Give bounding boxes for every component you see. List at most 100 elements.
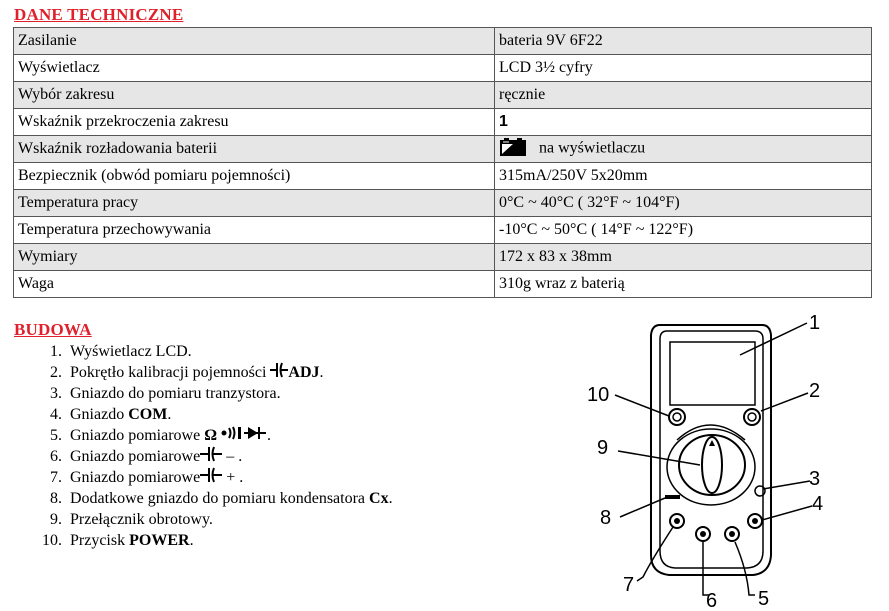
jack-cap-minus-center [700, 531, 706, 537]
battery-indicator-text: na wyświetlaczu [539, 139, 646, 157]
spec-value: 310g wraz z baterią [494, 270, 872, 298]
item-text: + . [222, 469, 244, 486]
item-text: Gniazdo [70, 406, 129, 423]
spec-label: Wyświetlacz [13, 54, 495, 82]
table-row: Bezpiecznik (obwód pomiaru pojemności) 3… [13, 162, 872, 190]
item-text: Gniazdo pomiarowe [70, 469, 201, 486]
item-bold: Cx [369, 490, 389, 507]
table-row: Wskaźnik przekroczenia zakresu 1 [13, 108, 872, 136]
parts-list: 1.Wyświetlacz LCD. 2. Pokrętło kalibracji… [14, 341, 393, 551]
callout-6: 6 [706, 590, 717, 609]
lcd-display [669, 341, 756, 406]
jack-com[interactable] [747, 513, 763, 529]
item-number: 3. [50, 385, 62, 402]
power-button[interactable] [668, 408, 686, 426]
spec-label: Temperatura przechowywania [13, 216, 495, 244]
dial-ring [666, 428, 756, 506]
spec-value: -10°C ~ 50°C ( 14°F ~ 122°F) [494, 216, 872, 244]
capacitor-icon [200, 467, 223, 489]
item-text: . [167, 406, 172, 423]
multimeter-diagram: 1 2 3 4 5 6 7 8 9 10 [587, 312, 823, 609]
item-number: 7. [50, 469, 62, 486]
list-item: 6.Gniazdo pomiarowe – . [14, 446, 393, 467]
meter-bezel [659, 330, 764, 569]
item-number: 4. [50, 406, 62, 423]
spec-label: Temperatura pracy [13, 189, 495, 217]
item-number: 1. [50, 343, 62, 360]
spec-value: bateria 9V 6F22 [494, 27, 872, 55]
dial-panel [676, 424, 746, 441]
list-item: 3. Gniazdo do pomiaru tranzystora. [14, 383, 393, 404]
low-battery-icon [499, 137, 529, 161]
table-row: Zasilanie bateria 9V 6F22 [13, 27, 872, 55]
spec-label: Zasilanie [13, 27, 495, 55]
list-item: 8.Dodatkowe gniazdo do pomiaru kondensat… [14, 488, 393, 509]
leader-lines [614, 322, 813, 596]
jack-cap-minus[interactable] [695, 526, 711, 542]
item-text: Przycisk [70, 532, 130, 549]
rotary-knob[interactable] [701, 436, 723, 494]
table-row: Temperatura pracy 0°C ~ 40°C ( 32°F ~ 10… [13, 189, 872, 217]
item-number: 9. [50, 511, 62, 528]
table-row: Wymiary 172 x 83 x 38mm [13, 243, 872, 271]
spec-value: 0°C ~ 40°C ( 32°F ~ 104°F) [494, 189, 872, 217]
capacitor-icon [200, 446, 223, 468]
adj-knob-center [747, 412, 757, 422]
table-row: Wybór zakresu ręcznie [13, 81, 872, 109]
callout-4: 4 [812, 493, 823, 515]
list-item: 1.Wyświetlacz LCD. [14, 341, 393, 362]
table-row: Waga 310g wraz z baterią [13, 270, 872, 298]
spec-value: na wyświetlaczu [494, 135, 872, 163]
adj-knob[interactable] [743, 408, 761, 426]
overrange-indicator: 1 [499, 113, 508, 130]
jack-cap-plus[interactable] [669, 513, 685, 529]
list-item: 2. Pokrętło kalibracji pojemności ADJ. [14, 362, 393, 383]
list-item: 9.Przełącznik obrotowy. [14, 509, 393, 530]
list-item: 10.Przycisk POWER. [14, 530, 393, 551]
item-number: 2. [50, 364, 62, 381]
item-bold: POWER [129, 532, 190, 549]
callout-7: 7 [623, 574, 634, 596]
list-item: 7. Gniazdo pomiarowe + . [14, 467, 393, 488]
spec-label: Waga [13, 270, 495, 298]
spec-label: Bezpiecznik (obwód pomiaru pojemności) [13, 162, 495, 190]
spec-value: 172 x 83 x 38mm [494, 243, 872, 271]
item-text: – . [222, 448, 243, 465]
item-text: Gniazdo pomiarowe [70, 448, 201, 465]
jack-ohm[interactable] [724, 526, 740, 542]
item-text: Gniazdo do pomiaru tranzystora. [70, 385, 281, 402]
capacitor-icon [270, 362, 289, 384]
item-bold: Ω [204, 427, 217, 444]
jack-ohm-center [729, 531, 735, 537]
item-number: 8. [50, 490, 62, 507]
list-item: 4.Gniazdo COM. [14, 404, 393, 425]
item-text: . [319, 364, 324, 381]
knob-pointer-icon [709, 440, 715, 446]
continuity-diode-icon [221, 425, 267, 447]
item-text: . [388, 490, 393, 507]
callout-8: 8 [600, 507, 611, 529]
item-number: 10. [42, 532, 62, 549]
tech-heading: DANE TECHNICZNE [14, 5, 184, 24]
item-text: Pokrętło kalibracji pojemności [70, 364, 271, 381]
callout-3: 3 [809, 468, 820, 490]
spec-label: Wymiary [13, 243, 495, 271]
power-button-center [672, 412, 682, 422]
transistor-socket[interactable] [754, 485, 766, 497]
item-text: Gniazdo pomiarowe [70, 427, 205, 444]
callout-10: 10 [587, 384, 609, 406]
rotary-switch[interactable] [678, 434, 746, 496]
meter-body [650, 324, 772, 576]
table-row: Temperatura przechowywania -10°C ~ 50°C … [13, 216, 872, 244]
spec-value: LCD 3½ cyfry [494, 54, 872, 82]
spec-label: Wskaźnik przekroczenia zakresu [13, 108, 495, 136]
spec-value: 315mA/250V 5x20mm [494, 162, 872, 190]
callout-1: 1 [809, 312, 820, 334]
cx-socket[interactable] [665, 495, 680, 499]
build-heading: BUDOWA [14, 320, 92, 339]
item-bold: ADJ [288, 364, 320, 381]
spec-table: Zasilanie bateria 9V 6F22 Wyświetlacz LC… [13, 27, 872, 298]
spec-label: Wybór zakresu [13, 81, 495, 109]
spec-value: ręcznie [494, 81, 872, 109]
spec-value: 1 [494, 108, 872, 136]
